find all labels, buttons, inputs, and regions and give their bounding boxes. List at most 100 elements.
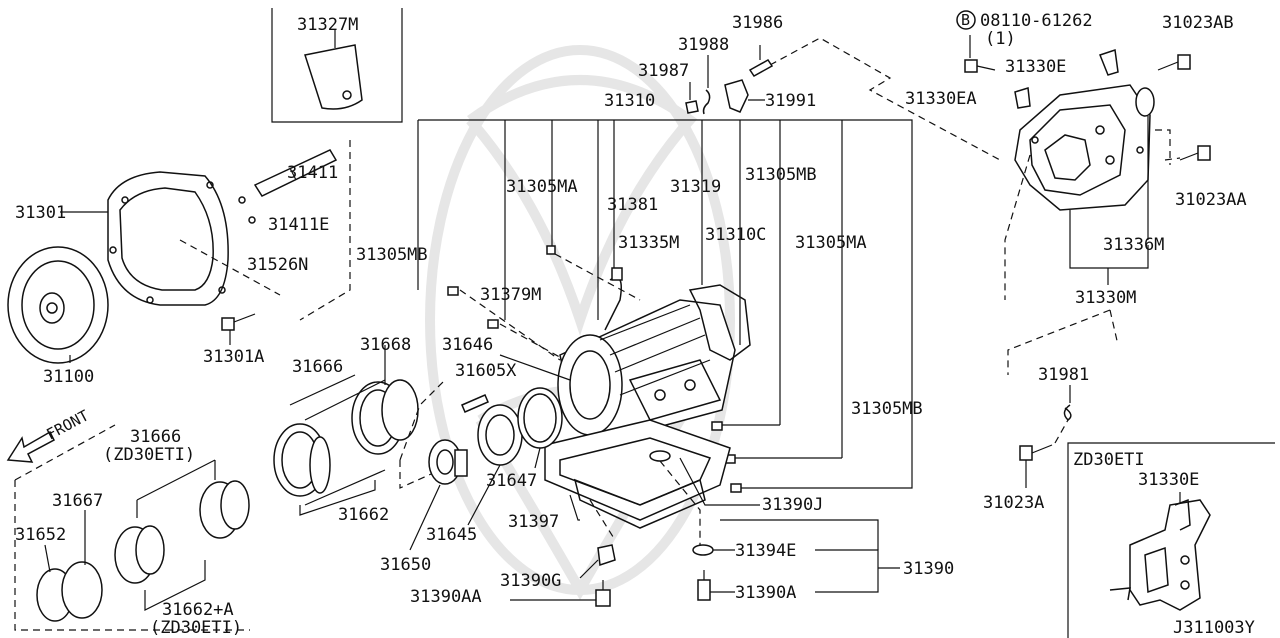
bracket-31390-group: [815, 549, 900, 593]
label-31305MB-a[interactable]: 31305MB: [745, 165, 817, 185]
pin-31986: [748, 59, 774, 77]
label-31666-zd-note: (ZD30ETI): [103, 445, 195, 465]
label-31310[interactable]: 31310: [604, 91, 655, 111]
plugs: [447, 245, 742, 493]
label-31526N[interactable]: 31526N: [247, 255, 308, 275]
label-31986[interactable]: 31986: [732, 13, 783, 33]
front-arrow-icon: [6, 430, 55, 463]
label-31988[interactable]: 31988: [678, 35, 729, 55]
label-31301A[interactable]: 31301A: [203, 347, 264, 367]
leader-31397-31390G: [569, 494, 599, 579]
label-31605X[interactable]: 31605X: [455, 361, 517, 381]
washer-31394E: [692, 544, 714, 556]
shaft-31411: [238, 149, 338, 224]
bolt-31023A: [1019, 444, 1053, 488]
label-31305MB-c[interactable]: 31305MB: [851, 399, 923, 419]
label-31390[interactable]: 31390: [903, 559, 954, 579]
label-31023A[interactable]: 31023A: [983, 493, 1044, 513]
label-31647[interactable]: 31647: [486, 471, 537, 491]
converter-housing-31301: [107, 171, 229, 306]
label-31667[interactable]: 31667: [52, 491, 103, 511]
label-31390AA[interactable]: 31390AA: [410, 587, 482, 607]
inset-box-31327M: [271, 8, 403, 123]
leader-31390J: [679, 457, 760, 506]
dash-31981: [1007, 309, 1119, 375]
leader-31647: [534, 447, 541, 469]
label-31390J[interactable]: 31390J: [762, 495, 823, 515]
pump-31645: [477, 404, 523, 466]
shim-31605X: [461, 394, 489, 413]
bolt-spec-symbol: B: [961, 11, 970, 29]
extension-housing-31330M: [1014, 84, 1151, 211]
label-31397[interactable]: 31397: [508, 512, 559, 532]
leader-31646: [499, 354, 571, 381]
bolt-symbol-icon: [956, 10, 976, 30]
bolt-31023AB: [1157, 54, 1191, 71]
label-31023AA[interactable]: 31023AA: [1175, 190, 1247, 210]
dash-31023AA: [1155, 129, 1181, 165]
label-31411[interactable]: 31411: [287, 163, 338, 183]
label-31650[interactable]: 31650: [380, 555, 431, 575]
label-31666[interactable]: 31666: [292, 357, 343, 377]
small-parts-31987-31988-31991: [685, 79, 749, 115]
label-31987[interactable]: 31987: [638, 61, 689, 81]
inset-label-31330E[interactable]: 31330E: [1138, 470, 1199, 490]
leader-31652: [44, 544, 51, 573]
label-31662[interactable]: 31662: [338, 505, 389, 525]
bracket-31330EA: [1014, 87, 1031, 109]
bracket-31330E: [1099, 49, 1119, 76]
label-31305MB-b[interactable]: 31305MB: [356, 245, 428, 265]
bolt-31023AA: [1179, 145, 1211, 161]
label-31330E[interactable]: 31330E: [1005, 57, 1066, 77]
dash-top-right: [769, 37, 1001, 161]
label-31394E[interactable]: 31394E: [735, 541, 796, 561]
label-31319[interactable]: 31319: [670, 177, 721, 197]
label-31336M[interactable]: 31336M: [1103, 235, 1164, 255]
leader-31650: [409, 484, 441, 551]
bracket-31666-zd: [136, 459, 216, 518]
label-31023AB[interactable]: 31023AB: [1162, 13, 1234, 33]
bolt-08110-61262: [964, 35, 996, 73]
label-31305MA-a[interactable]: 31305MA: [506, 177, 578, 197]
pump-31650: [428, 439, 468, 485]
label-31381[interactable]: 31381: [607, 195, 658, 215]
label-31662A[interactable]: 31662+A: [162, 600, 234, 620]
label-31411E[interactable]: 31411E: [268, 215, 329, 235]
bolt-31301A: [221, 313, 256, 331]
dash-drain: [659, 460, 701, 548]
label-31305MA-b[interactable]: 31305MA: [795, 233, 867, 253]
bolt-spec-part-no[interactable]: 08110-61262: [980, 11, 1093, 31]
label-31991[interactable]: 31991: [765, 91, 816, 111]
transmission-case: [557, 284, 751, 441]
label-31310C[interactable]: 31310C: [705, 225, 766, 245]
label-31379M[interactable]: 31379M: [480, 285, 541, 305]
front-label: FRONT: [43, 406, 91, 443]
label-31981[interactable]: 31981: [1038, 365, 1089, 385]
seal-31647: [517, 387, 563, 449]
diagram-code: J311003Y: [1173, 618, 1255, 638]
bracket-31662A: [144, 560, 206, 611]
clutch-pack-31666: [273, 379, 419, 506]
label-31646[interactable]: 31646: [442, 335, 493, 355]
label-31390G[interactable]: 31390G: [500, 571, 561, 591]
leader-31666-31668: [289, 345, 386, 406]
label-31330EA[interactable]: 31330EA: [905, 89, 977, 109]
clutch-pack-zd30eti: [36, 480, 250, 622]
label-31390A[interactable]: 31390A: [735, 583, 796, 603]
inset-box-zd30eti: [1067, 442, 1275, 638]
oil-pan-31390: [544, 419, 731, 529]
torque-converter-31100: [7, 246, 109, 364]
clip-31981: [1063, 385, 1072, 421]
label-31666-zd[interactable]: 31666: [130, 427, 181, 447]
label-31335M[interactable]: 31335M: [618, 233, 679, 253]
label-31645[interactable]: 31645: [426, 525, 477, 545]
label-31662A-note: (ZD30ETI): [150, 618, 242, 638]
label-31100[interactable]: 31100: [43, 367, 94, 387]
label-31668[interactable]: 31668: [360, 335, 411, 355]
label-31327M[interactable]: 31327M: [297, 15, 358, 35]
label-31652[interactable]: 31652: [15, 525, 66, 545]
label-31301[interactable]: 31301: [15, 203, 66, 223]
label-31330M[interactable]: 31330M: [1075, 288, 1136, 308]
